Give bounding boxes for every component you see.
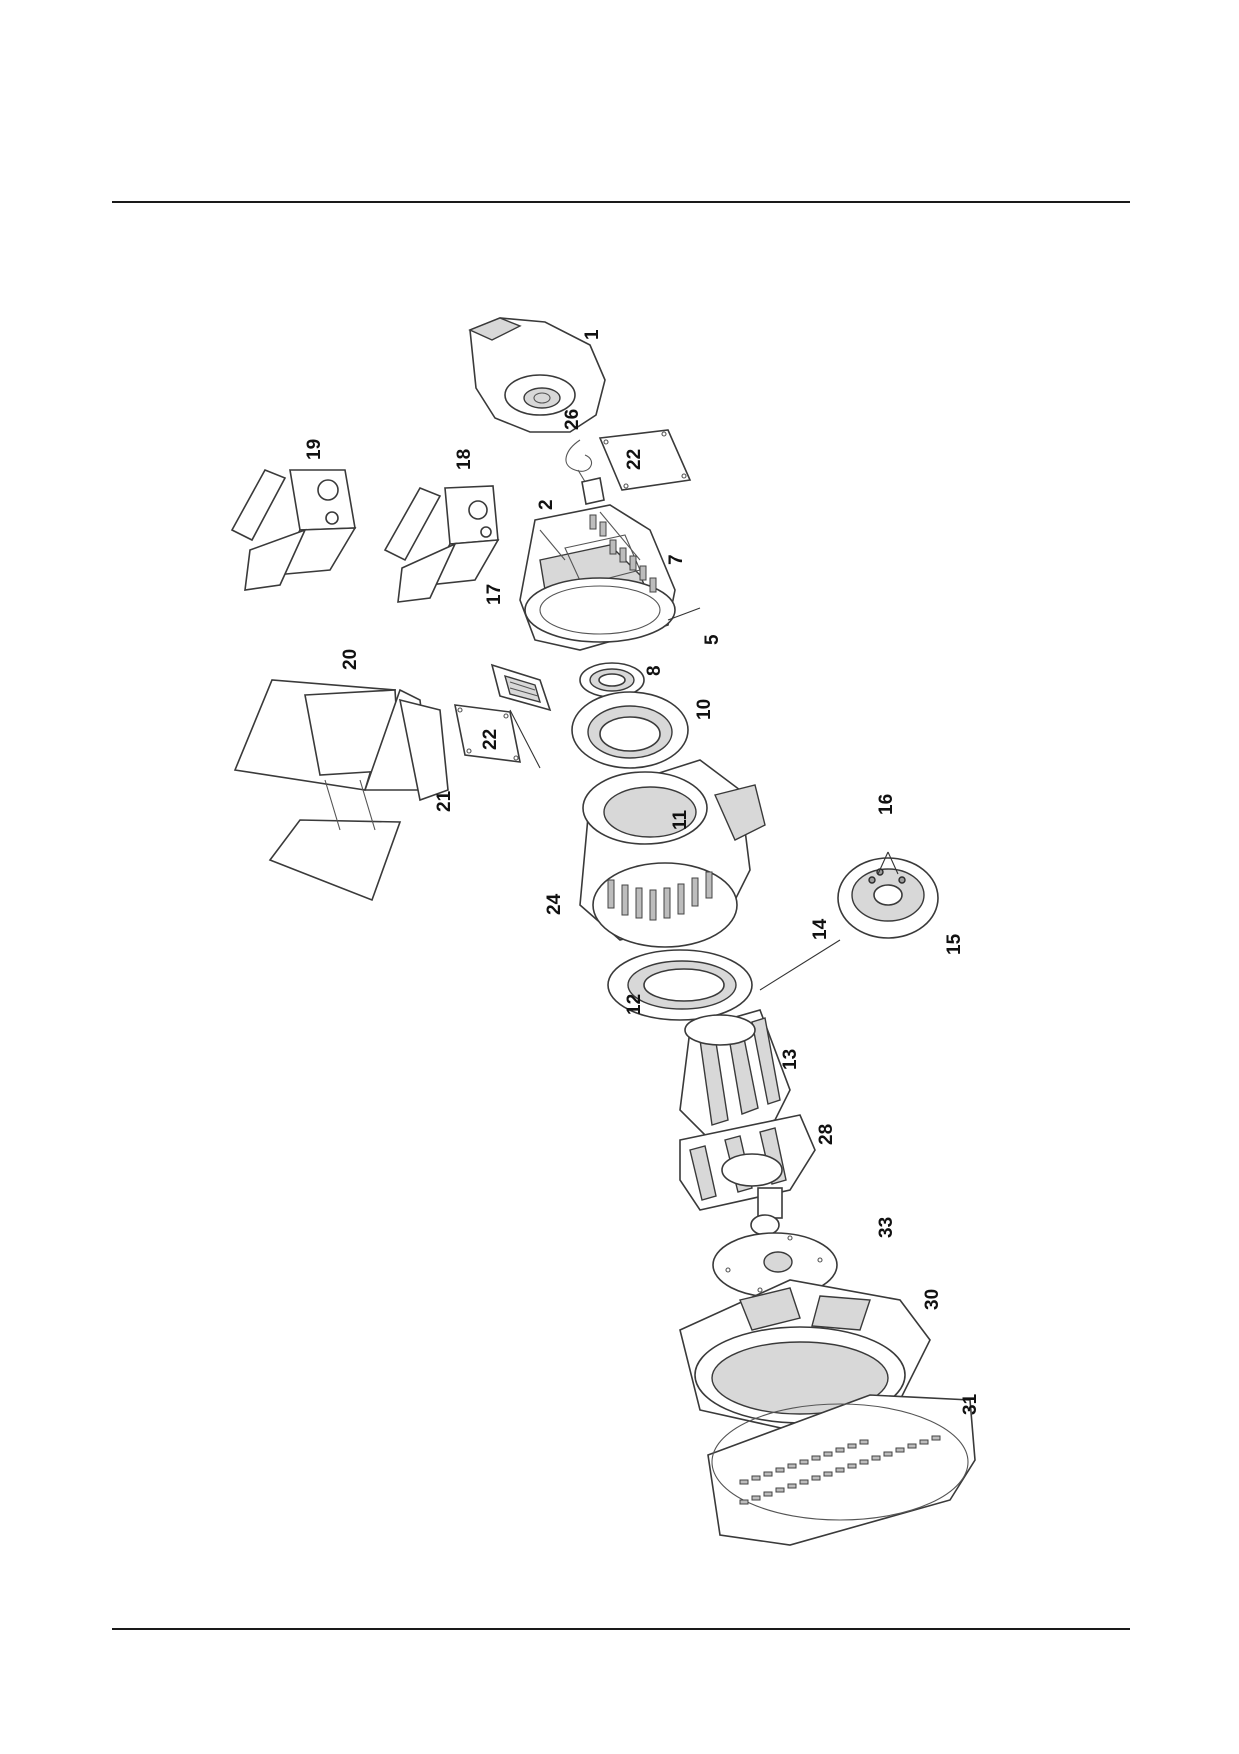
leader-lines — [509, 607, 899, 875]
part-15-coupling-disc — [837, 857, 939, 939]
callout-18: 18 — [454, 449, 475, 470]
callout-2: 2 — [536, 499, 557, 510]
callout-15: 15 — [944, 933, 965, 955]
callout-11: 11 — [670, 809, 691, 830]
callout-21: 21 — [434, 790, 455, 812]
footer-rule — [112, 1628, 1130, 1630]
part-14-leader — [759, 939, 841, 991]
callout-28: 28 — [816, 1124, 837, 1145]
callout-30: 30 — [922, 1289, 943, 1310]
part-24-avr-panel — [490, 663, 552, 712]
callout-14: 14 — [810, 918, 831, 940]
rear-frame-grille — [589, 514, 657, 593]
callout-13: 13 — [780, 1049, 801, 1070]
leader-16b — [887, 851, 899, 875]
part-19-terminal-box — [230, 468, 357, 591]
callout-16: 16 — [876, 794, 897, 815]
leader-5 — [667, 607, 701, 621]
part-12-stator-ring — [607, 949, 753, 1021]
callout-26: 26 — [562, 409, 583, 430]
callout-5: 5 — [702, 634, 723, 645]
callout-19: 19 — [304, 439, 325, 460]
callout-31: 31 — [960, 1393, 981, 1415]
callout-22-upper: 22 — [624, 449, 645, 470]
part-22-cover-plate-upper — [598, 429, 692, 491]
part-18-terminal-box — [383, 485, 500, 603]
callout-24: 24 — [544, 893, 565, 915]
part-13-rotor — [679, 1009, 791, 1141]
leader-16a — [877, 851, 889, 875]
part-33-drive-disc — [712, 1214, 838, 1298]
part-1-end-cover — [468, 317, 606, 433]
callout-20: 20 — [340, 649, 361, 670]
callout-7: 7 — [666, 554, 687, 565]
callout-12: 12 — [624, 994, 645, 1015]
header-rule — [112, 201, 1130, 203]
callout-1: 1 — [582, 329, 603, 340]
callout-17: 17 — [484, 584, 505, 605]
part-10-bearing-housing — [571, 691, 689, 769]
callout-10: 10 — [694, 699, 715, 720]
leader-24 — [509, 709, 541, 769]
part-30-drive-end-housing — [679, 1279, 931, 1431]
part-22-cover-plate-lower — [453, 704, 522, 763]
part-20-terminal-box-cover — [233, 679, 449, 902]
part-28-fan — [679, 1114, 816, 1219]
callout-8: 8 — [644, 665, 665, 676]
stator-fins — [607, 871, 713, 921]
callout-22-lower: 22 — [480, 729, 501, 750]
callout-33: 33 — [876, 1217, 897, 1238]
part-31-grille-guard — [707, 1394, 976, 1546]
part-11-stator-housing — [579, 759, 766, 948]
part-2-rear-frame — [519, 504, 676, 651]
grille-slots — [739, 1435, 941, 1505]
part-26-cable — [565, 439, 605, 505]
